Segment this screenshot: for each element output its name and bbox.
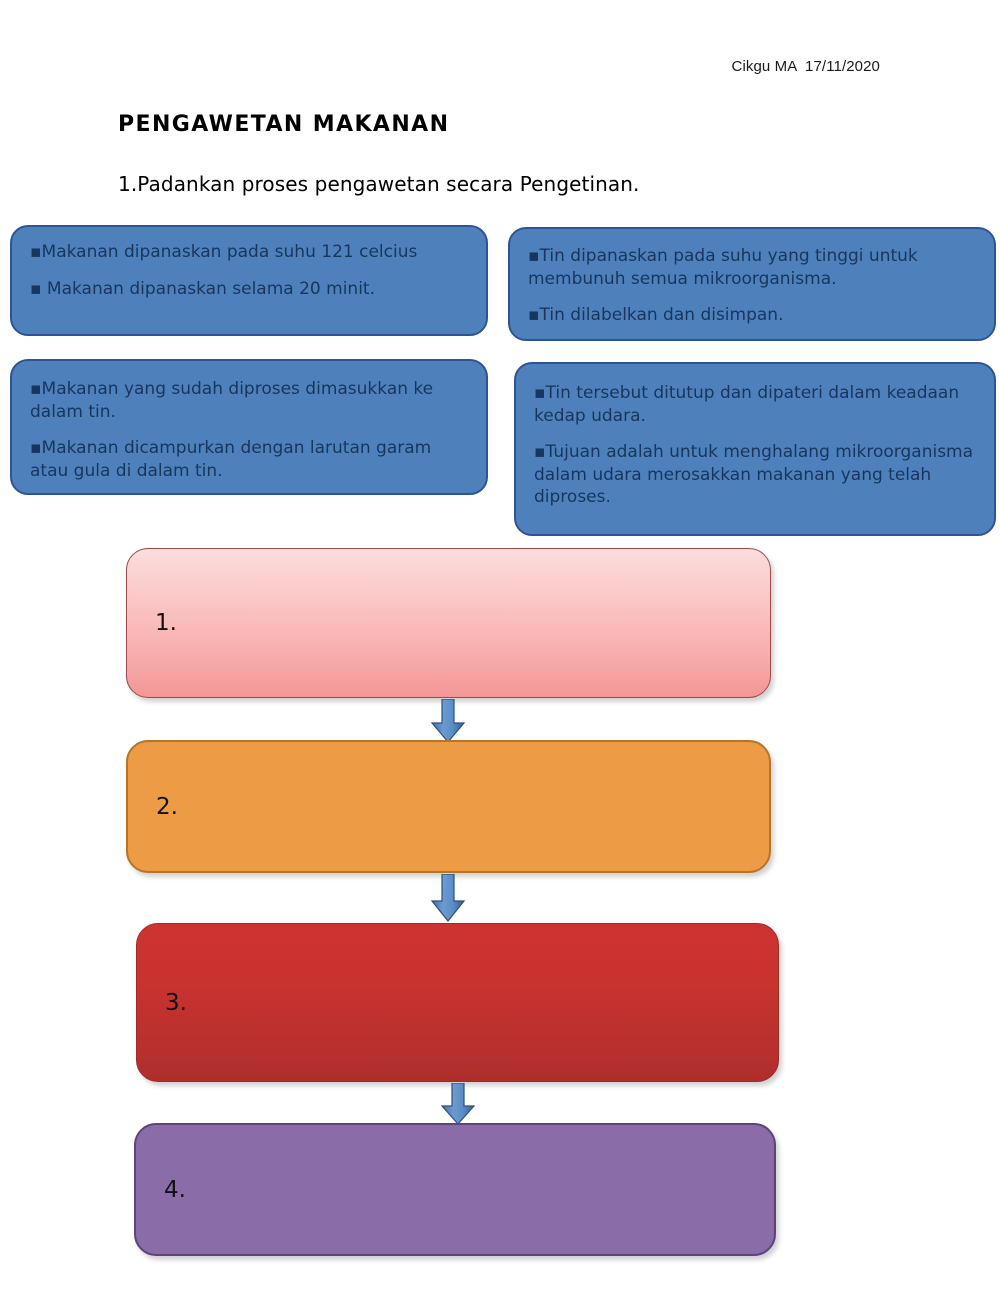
fact-box-3: ▪Makanan yang sudah diproses dimasukkan … [10, 359, 488, 495]
fact-box-2-line-2: ▪Tin dilabelkan dan disimpan. [528, 305, 784, 326]
flow-step-4-label: 4. [164, 1176, 186, 1203]
fact-box-1-line-2: ▪ Makanan dipanaskan selama 20 minit. [30, 278, 375, 299]
fact-box-3-line-1: ▪Makanan yang sudah diproses dimasukkan … [30, 379, 434, 422]
fact-box-4-line-2: ▪Tujuan adalah untuk menghalang mikroorg… [534, 442, 974, 508]
question-prompt: 1.Padankan proses pengawetan secara Peng… [118, 172, 640, 196]
page-title: PENGAWETAN MAKANAN [118, 112, 450, 137]
fact-box-4-line-1: ▪Tin tersebut ditutup dan dipateri dalam… [534, 383, 960, 426]
arrow-down-icon [440, 1082, 476, 1125]
document-author-date: Cikgu MA 17/11/2020 [731, 58, 880, 75]
fact-box-2-line-1: ▪Tin dipanaskan pada suhu yang tinggi un… [528, 246, 918, 289]
arrow-down-icon [430, 698, 466, 743]
flow-step-2-label: 2. [156, 793, 178, 820]
fact-box-1: ▪Makanan dipanaskan pada suhu 121 celciu… [10, 225, 488, 336]
flow-step-4-box[interactable]: 4. [134, 1123, 776, 1256]
flow-step-2-box[interactable]: 2. [126, 740, 771, 873]
arrow-down-icon [430, 873, 466, 922]
fact-box-1-line-1: ▪Makanan dipanaskan pada suhu 121 celciu… [30, 242, 418, 262]
flow-step-1-label: 1. [155, 610, 177, 636]
flow-step-3-label: 3. [165, 989, 187, 1016]
fact-box-4: ▪Tin tersebut ditutup dan dipateri dalam… [514, 362, 996, 536]
fact-box-2: ▪Tin dipanaskan pada suhu yang tinggi un… [508, 227, 996, 341]
flow-step-1-box[interactable]: 1. [126, 548, 771, 698]
flow-step-3-box[interactable]: 3. [136, 923, 779, 1082]
fact-box-3-line-2: ▪Makanan dicampurkan dengan larutan gara… [30, 438, 432, 481]
